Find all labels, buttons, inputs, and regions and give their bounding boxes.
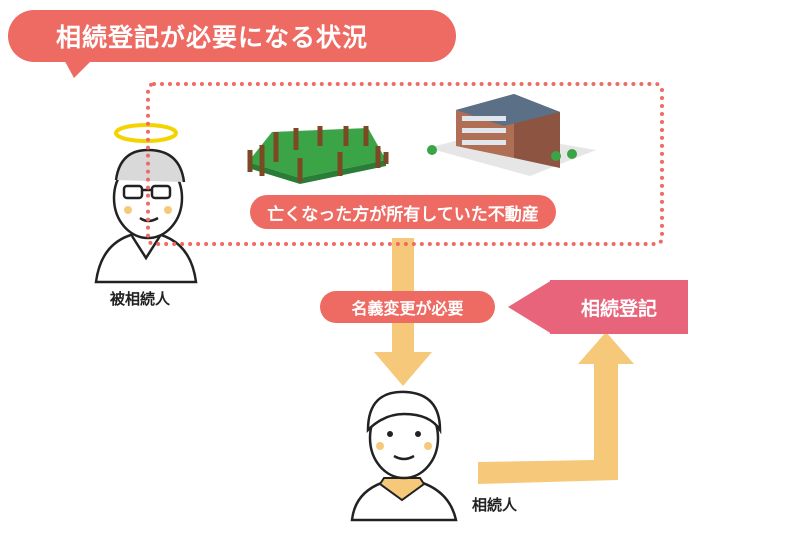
land-plot-icon xyxy=(247,126,389,184)
heir-label: 相続人 xyxy=(472,496,518,514)
apartment-building-icon xyxy=(427,94,596,176)
title-bubble-tail xyxy=(62,56,96,78)
title-bubble: 相続登記が必要になる状況 xyxy=(8,10,456,62)
deceased-label: 被相続人 xyxy=(110,290,171,308)
registration-arrowhead xyxy=(508,280,552,334)
registration-arrow xyxy=(478,332,634,484)
deceased-property-frame xyxy=(146,82,664,246)
registration-tag: 相続登記 xyxy=(550,280,688,334)
property-label: 亡くなった方が所有していた不動産 xyxy=(250,195,556,229)
heir-person-icon xyxy=(350,390,458,522)
transfer-label: 名義変更が必要 xyxy=(320,291,495,323)
